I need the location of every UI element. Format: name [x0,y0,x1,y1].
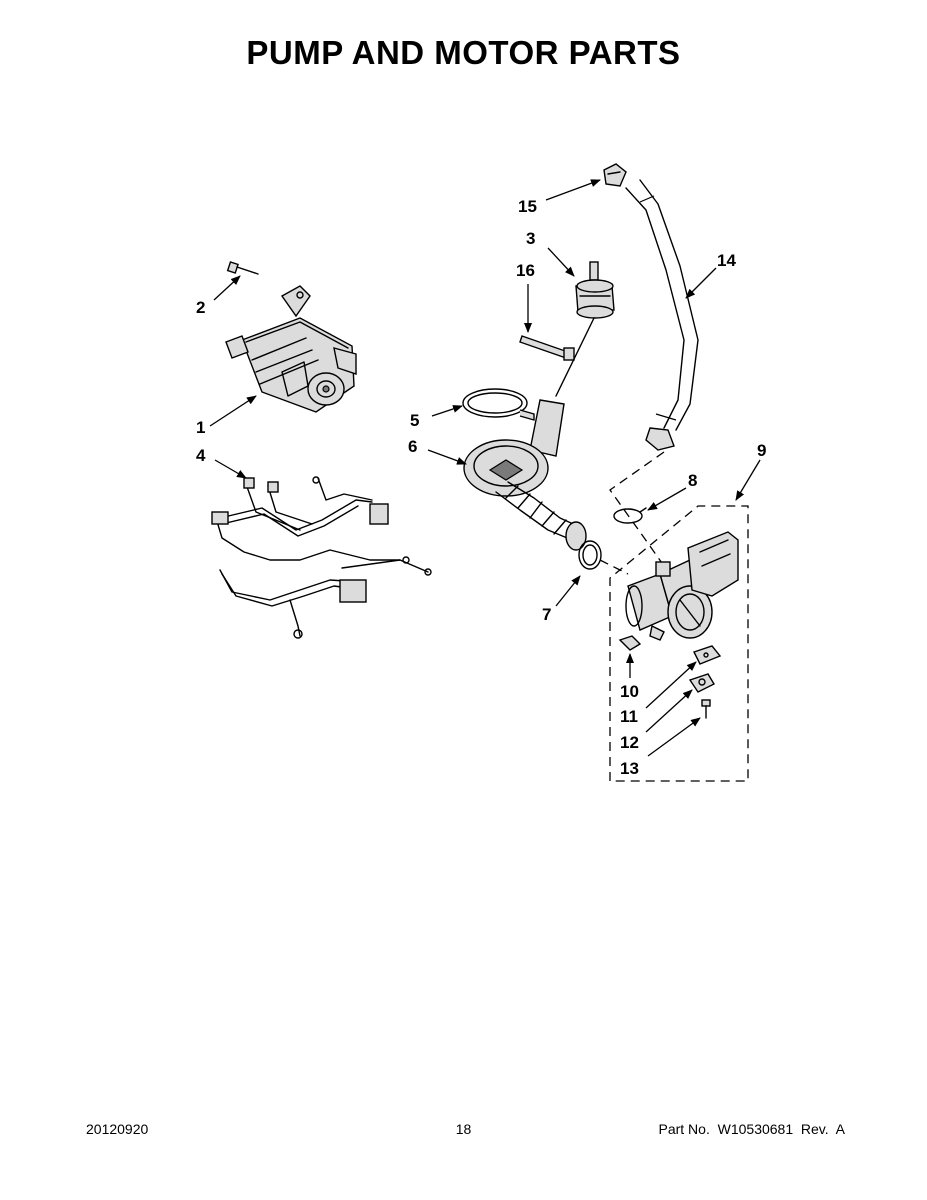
callout-16: 16 [516,261,535,280]
connector-line [555,317,595,397]
callout-8: 8 [688,471,697,490]
part-9-drain-pump [625,531,739,641]
callout-10: 10 [620,682,639,701]
footer-date: 20120920 [86,1121,149,1137]
part-3-air-dome [575,261,615,319]
callout-13: 13 [620,759,639,778]
part-14-drain-hose [625,179,699,451]
callout-7: 7 [542,605,551,624]
part-9-pump-assembly-box [609,505,749,782]
oring-path-dashed [599,559,629,575]
part-5-clamp [462,388,535,421]
part-8-clamp [613,507,647,524]
callout-15: 15 [518,197,537,216]
footer-part-number: Part No. W10530681 Rev. A [658,1121,845,1137]
part-10-clip [618,635,642,651]
callout-5: 5 [410,411,419,430]
callout-3: 3 [526,229,535,248]
part-12-bushing [688,673,715,693]
part-16-tie-strap [519,335,575,361]
page-title: PUMP AND MOTOR PARTS [246,34,681,71]
part-6-sump-boot [463,399,587,551]
callout-14: 14 [717,251,736,270]
callout-1: 1 [196,418,205,437]
callout-2: 2 [196,298,205,317]
callout-12: 12 [620,733,639,752]
callout-11: 11 [620,707,638,726]
part-1-drive-motor [225,285,357,413]
part-11-bracket [693,645,722,665]
callout-9: 9 [757,441,766,460]
part-7-o-ring [578,540,602,570]
part-2-bolt [226,261,259,275]
part-4-wire-harness [211,476,432,639]
footer-page-number: 18 [455,1121,472,1137]
part-13-screw [701,699,711,719]
callout-4: 4 [196,446,206,465]
leader-lines [209,179,761,757]
part-15-hose-clip [603,163,627,187]
callout-6: 6 [408,437,417,456]
hose-path-dashed [609,451,665,567]
